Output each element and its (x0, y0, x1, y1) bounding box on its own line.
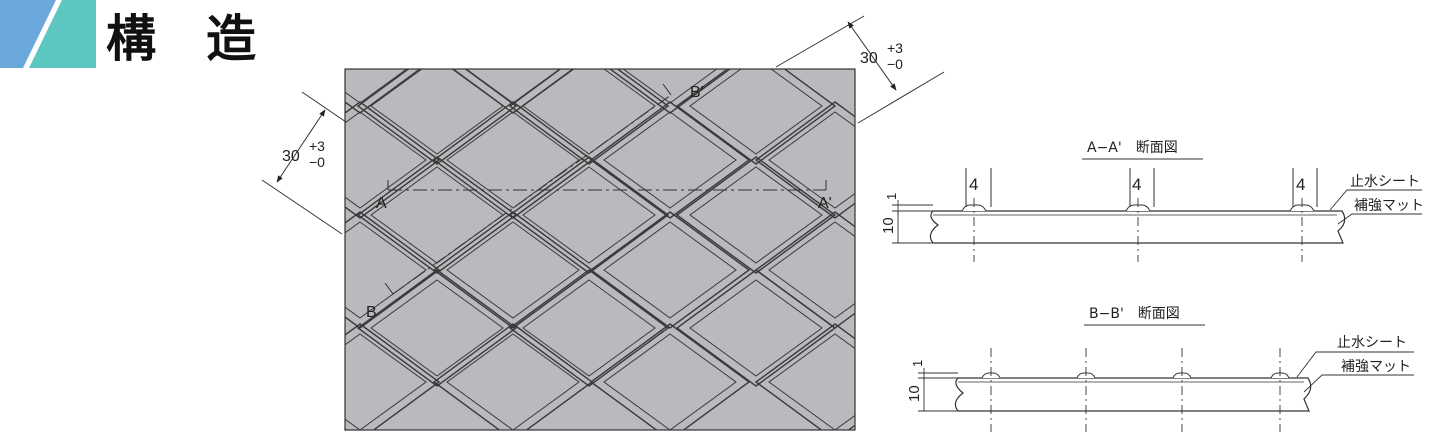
diamond-groove (356, 69, 518, 165)
diamond-groove (345, 221, 427, 319)
section-a-label: A (376, 195, 387, 212)
diamond-groove (370, 279, 504, 377)
section-aa-sheet-label: 止水シート (1350, 174, 1420, 190)
section-aa: A−A' 断面図 4 4 4 (880, 140, 1424, 262)
diamond-groove (432, 211, 594, 329)
section-bb-total-dim: 10 (906, 385, 923, 402)
diamond-groove (754, 211, 855, 329)
diamond-groove (345, 323, 441, 430)
section-a-end-label: A' (818, 195, 832, 212)
diamond-groove (345, 69, 422, 114)
plate (344, 68, 856, 431)
section-b-label: B (366, 304, 377, 321)
section-aa-thin-dim: 1 (884, 193, 899, 200)
diamond-groove (768, 111, 855, 209)
diamond-groove (589, 211, 751, 329)
diamond-groove (589, 101, 751, 219)
section-b-end-label: B' (690, 84, 704, 101)
diamond-groove (432, 101, 594, 219)
diamond-groove (589, 323, 751, 430)
diamond-groove (603, 221, 737, 319)
dimension-top-base: 30 (860, 50, 878, 67)
section-bb: B−B' 断面図 1 10 止水シート 補 (906, 306, 1414, 432)
plan-view: A A' B B' 30 +3 −0 30 +3 −0 (261, 15, 945, 431)
diamond-groove (622, 69, 718, 104)
dimension-top-right (775, 15, 945, 124)
diamond-pattern (345, 69, 855, 430)
diamond-groove (508, 69, 670, 165)
diamond-groove (345, 333, 427, 430)
diamond-groove (345, 101, 441, 219)
diamond-groove (446, 221, 580, 319)
diamond-groove (689, 279, 823, 377)
section-aa-mat-label: 補強マット (1354, 198, 1424, 214)
groove-width-3: 4 (1296, 175, 1305, 194)
diamond-groove (675, 69, 837, 165)
diamond-groove (689, 166, 823, 264)
diamond-groove (768, 221, 855, 319)
diamond-groove (754, 101, 855, 219)
diamond-groove (522, 166, 656, 264)
diamond-groove (603, 333, 737, 430)
groove-width-2: 4 (1132, 175, 1141, 194)
section-bb-body (954, 377, 1312, 412)
diamond-groove (689, 69, 823, 155)
diamond-groove (345, 111, 427, 209)
diamond-groove (451, 69, 575, 114)
diamond-groove (345, 69, 408, 104)
section-line-b (392, 94, 672, 295)
diamond-groove (603, 111, 737, 209)
section-bb-mat-label: 補強マット (1341, 359, 1411, 375)
section-bb-thin-dim: 1 (910, 360, 925, 367)
dimension-top-plus: +3 (887, 40, 903, 56)
section-aa-total-dim: 10 (880, 217, 897, 234)
diamond-groove (608, 69, 732, 114)
dimension-left-plus: +3 (309, 138, 325, 154)
diamond-groove (356, 269, 518, 387)
section-bb-sheet-label: 止水シート (1337, 335, 1407, 351)
diamond-groove (432, 323, 594, 430)
section-aa-body (929, 210, 1346, 244)
section-aa-title: A−A' 断面図 (1087, 140, 1178, 156)
diamond-groove (446, 333, 580, 430)
diamond-groove (522, 279, 656, 377)
diamond-groove (508, 269, 670, 387)
diamond-groove (465, 69, 561, 104)
header-accent-left (0, 0, 56, 68)
section-bb-title: B−B' 断面図 (1089, 306, 1180, 322)
groove-width-1: 4 (969, 175, 978, 194)
dimension-top-minus: −0 (887, 56, 903, 72)
diamond-groove (446, 111, 580, 209)
dimension-left-minus: −0 (309, 154, 325, 170)
header: 構 造 (0, 0, 256, 68)
header-accent-right (29, 0, 96, 68)
diamond-groove (345, 211, 441, 329)
diamond-groove (675, 156, 837, 274)
dimension-left-base: 30 (282, 148, 300, 165)
dimension-left (261, 91, 347, 235)
diamond-groove (754, 323, 855, 430)
diamond-groove (768, 333, 855, 430)
page-title: 構 造 (106, 10, 256, 68)
